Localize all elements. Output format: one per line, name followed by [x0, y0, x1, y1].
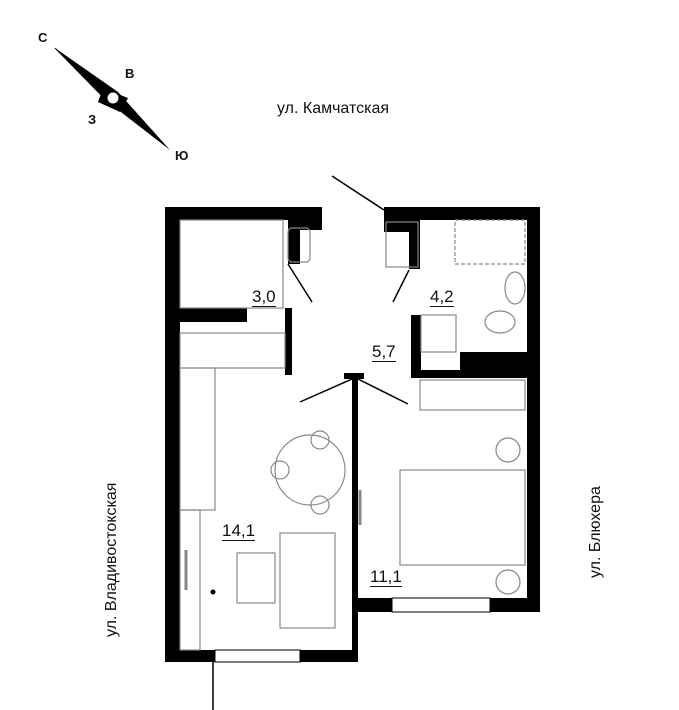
- compass-north-label: С: [38, 30, 48, 45]
- compass-east-label: В: [125, 66, 135, 81]
- windows: [214, 597, 491, 663]
- doors: [212, 175, 410, 710]
- compass-south-label: Ю: [175, 148, 189, 163]
- room-area-bathroom: 4,2: [430, 287, 454, 307]
- furniture: [179, 219, 526, 651]
- room-area-bedroom: 11,1: [370, 567, 402, 587]
- room-area-kitchen-living: 14,1: [222, 521, 256, 541]
- room-area-hallway: 5,7: [372, 342, 396, 362]
- walls: [165, 207, 540, 662]
- compass-rose-icon: [54, 47, 170, 150]
- compass-west-label: З: [88, 112, 97, 127]
- street-left-label: ул. Владивостокская: [103, 482, 120, 637]
- street-top-label: ул. Камчатская: [277, 100, 390, 117]
- street-right-label: ул. Блюхера: [587, 486, 604, 578]
- room-area-storage: 3,0: [252, 287, 276, 307]
